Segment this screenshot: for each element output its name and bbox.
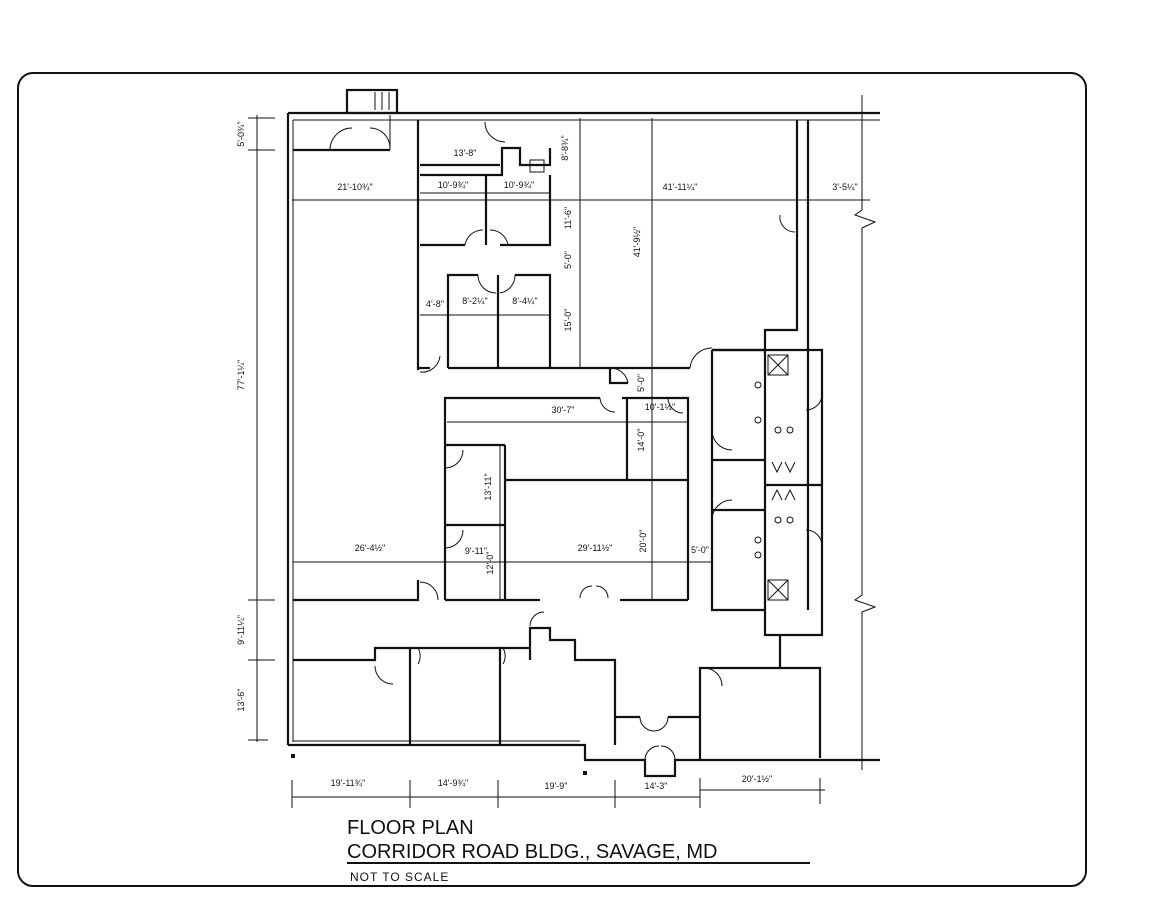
- dim-small: 10'-1½": [645, 402, 675, 412]
- plan-subtitle: CORRIDOR ROAD BLDG., SAVAGE, MD: [347, 841, 717, 863]
- dim-top-1: 21'-10¾": [337, 182, 372, 192]
- dim-v4: 15'-0": [563, 309, 573, 332]
- title-block: FLOOR PLAN CORRIDOR ROAD BLDG., SAVAGE, …: [347, 817, 810, 884]
- drawing-border: [17, 72, 1087, 887]
- dim-bottom-5: 20'-1½": [742, 774, 772, 784]
- dim-room-c: 29'-11½": [578, 543, 613, 553]
- scale-note: NOT TO SCALE: [350, 870, 449, 884]
- walls: [286, 88, 880, 778]
- dim-left-2: 77'-1¼": [236, 360, 246, 390]
- dim-top-2: 10'-9¾": [438, 180, 468, 190]
- dim-room-a: 13'-8": [454, 148, 477, 158]
- dim-corr2: 5'-0": [691, 545, 709, 555]
- dim-bottom-1: 19'-11¾": [331, 778, 366, 788]
- dim-v1: 8'-8¾": [560, 135, 570, 160]
- shaft: [767, 354, 789, 376]
- dim-long: 30'-7": [552, 405, 575, 415]
- dim-left-3: 9'-11¼": [236, 615, 246, 645]
- plan-title: FLOOR PLAN: [347, 817, 474, 839]
- dim-big: 41'-9½": [632, 227, 642, 257]
- dim-v-corr: 5'-0": [636, 374, 646, 392]
- dim-bottom-4: 14'-3": [645, 781, 668, 791]
- dim-v14: 14'-0": [636, 429, 646, 452]
- dim-top-5: 3'-5¼": [832, 182, 857, 192]
- dim-top-3: 10'-9¾": [504, 180, 534, 190]
- dim-left-1: 5'-0¾": [236, 121, 246, 146]
- dimension-labels: 5'-0¾" 77'-1¼" 9'-11¼" 13'-6" 21'-10¾" 1…: [236, 121, 858, 791]
- dim-bottom-2: 14'-9¾": [438, 778, 468, 788]
- dim-bottom-3: 19'-9": [545, 781, 568, 791]
- dim-v3: 5'-0": [563, 251, 573, 269]
- dim-top-4: 41'-11¼": [663, 182, 698, 192]
- dim-corr: 4'-8": [426, 299, 444, 309]
- dim-left-4: 13'-6": [236, 689, 246, 712]
- dim-v12: 12'-0": [485, 552, 495, 575]
- dim-office2: 8'-4¼": [512, 296, 537, 306]
- dim-v2: 11'-6": [563, 207, 573, 229]
- dimension-lines: [248, 115, 870, 808]
- dim-v13: 13'-11": [483, 473, 493, 500]
- dim-office1: 8'-2¼": [462, 296, 487, 306]
- dim-v20: 20'-0": [638, 530, 648, 553]
- dim-room-b: 9'-11": [465, 546, 487, 556]
- dim-left-open: 26'-4½": [355, 543, 385, 553]
